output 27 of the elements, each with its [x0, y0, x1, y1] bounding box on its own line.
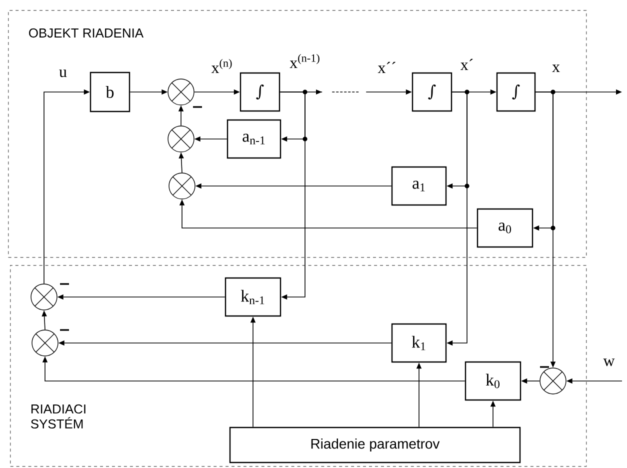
summing-junction	[32, 330, 58, 356]
arrow	[280, 92, 306, 300]
signal-label: x´´	[378, 62, 396, 73]
summing-junction	[168, 78, 194, 106]
gain-box: a$_{1}$	[391, 166, 447, 206]
group-title: RIADIACI SYSTÉM	[31, 404, 86, 428]
gain-box: k$_{1}$	[391, 323, 447, 363]
group-title: OBJEKT RIADENIA	[29, 28, 144, 38]
summing-junction	[168, 172, 196, 200]
gain-box: a$_{0}$	[476, 208, 534, 248]
gain-box: k$_{n-1}$	[224, 277, 282, 317]
signal-label: u	[59, 70, 67, 78]
gain-box: k$_{0}$	[464, 361, 522, 401]
summing-junction	[168, 126, 194, 152]
integrator-box: ∫	[412, 72, 452, 112]
summing-junction	[540, 368, 566, 394]
integrator-box: ∫	[496, 72, 536, 112]
gain-box: b	[90, 72, 130, 112]
signal-label: x$^{(n-1)}$	[290, 54, 320, 68]
signal-label: x	[552, 64, 560, 72]
summing-junction	[30, 284, 58, 310]
integrator-box: ∫	[240, 72, 280, 112]
gain-box: a$_{n-1}$	[226, 119, 282, 159]
signal-label: x$^{(n)}$	[211, 59, 232, 73]
signal-label: w	[603, 358, 615, 366]
signal-label: x´	[460, 58, 473, 70]
control-box: Riadenie parametrov	[229, 426, 521, 464]
